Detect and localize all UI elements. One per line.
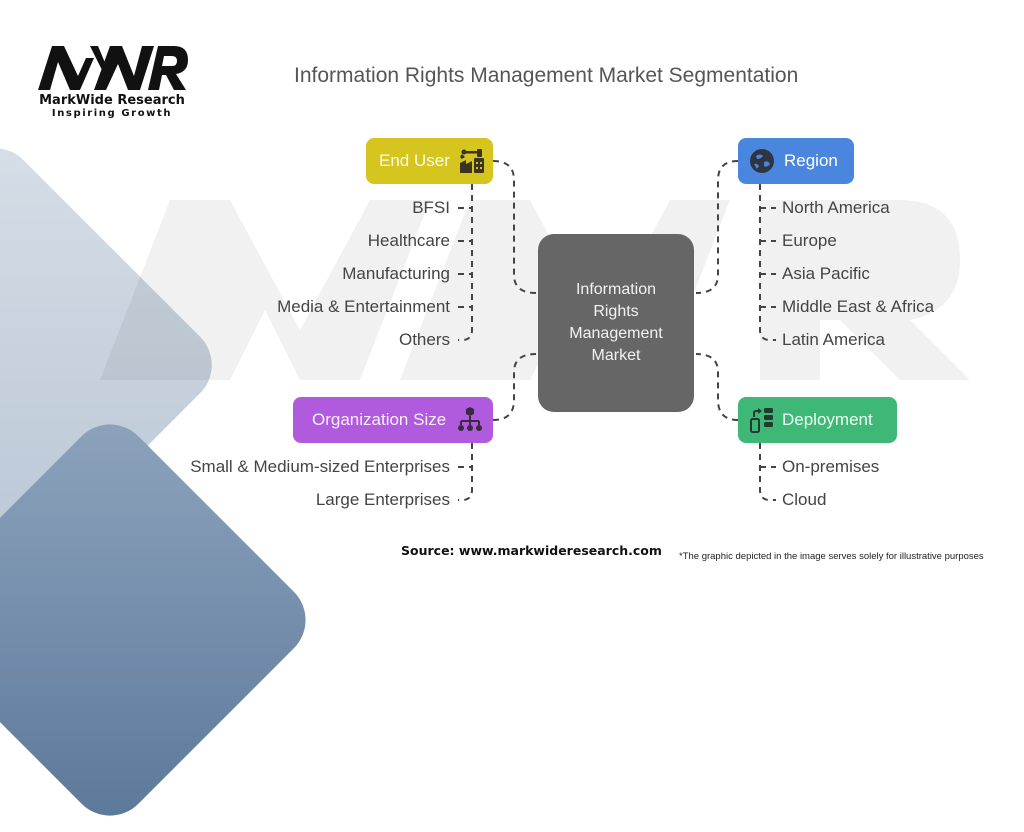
trunk-org (458, 443, 473, 501)
end-user-item: BFSI (412, 198, 450, 217)
end-user-item: Media & Entertainment (277, 297, 450, 316)
region-item: Europe (782, 231, 837, 250)
connector-org-center (492, 353, 537, 421)
source-citation: Source: www.markwideresearch.com (401, 543, 662, 558)
trunk-region (759, 184, 776, 341)
mwr-logo-mark (38, 46, 188, 90)
connector-enduser-center (492, 160, 537, 294)
trunk-deploy (759, 443, 776, 501)
deployment-item: Cloud (782, 490, 827, 509)
logo-tagline: Inspiring Growth (51, 108, 173, 119)
segment-deployment: Deployment (738, 397, 897, 443)
logo-company-name: MarkWide Research (39, 93, 185, 108)
segment-deployment-label: Deployment (782, 410, 873, 429)
connector-region-center (695, 160, 739, 294)
trunk-enduser (458, 184, 473, 341)
deployment-item: On-premises (782, 457, 880, 476)
region-item: Middle East & Africa (782, 297, 935, 316)
organization-size-item: Large Enterprises (315, 490, 450, 509)
segment-region-label: Region (784, 151, 838, 170)
end-user-item: Manufacturing (342, 264, 450, 283)
end-user-item: Healthcare (367, 231, 450, 250)
segment-organization-size-label: Organization Size (312, 410, 447, 429)
page-title: Information Rights Management Market Seg… (294, 64, 799, 87)
markwide-logo: MarkWide Research Inspiring Growth (34, 42, 194, 122)
region-item: Asia Pacific (782, 264, 870, 283)
center-node-label: Information Rights Management Market (569, 281, 663, 364)
globe-icon (750, 149, 774, 173)
segment-region: Region (738, 138, 854, 184)
segment-organization-size: Organization Size (293, 397, 493, 443)
end-user-item: Others (398, 330, 450, 349)
connector-lines (458, 160, 776, 501)
connector-deploy-center (695, 353, 739, 421)
region-item: North America (782, 198, 890, 217)
region-item: Latin America (782, 330, 885, 349)
disclaimer-note: *The graphic depicted in the image serve… (679, 551, 984, 562)
mobile-server-icon (750, 408, 773, 433)
segment-end-user-label: End User (379, 151, 450, 170)
factory-robot-arm-icon (459, 149, 484, 173)
center-node: Information Rights Management Market (538, 234, 694, 412)
segment-end-user: End User (366, 138, 493, 184)
org-hierarchy-icon (458, 407, 483, 431)
organization-size-item: Small & Medium-sized Enterprises (190, 457, 450, 476)
